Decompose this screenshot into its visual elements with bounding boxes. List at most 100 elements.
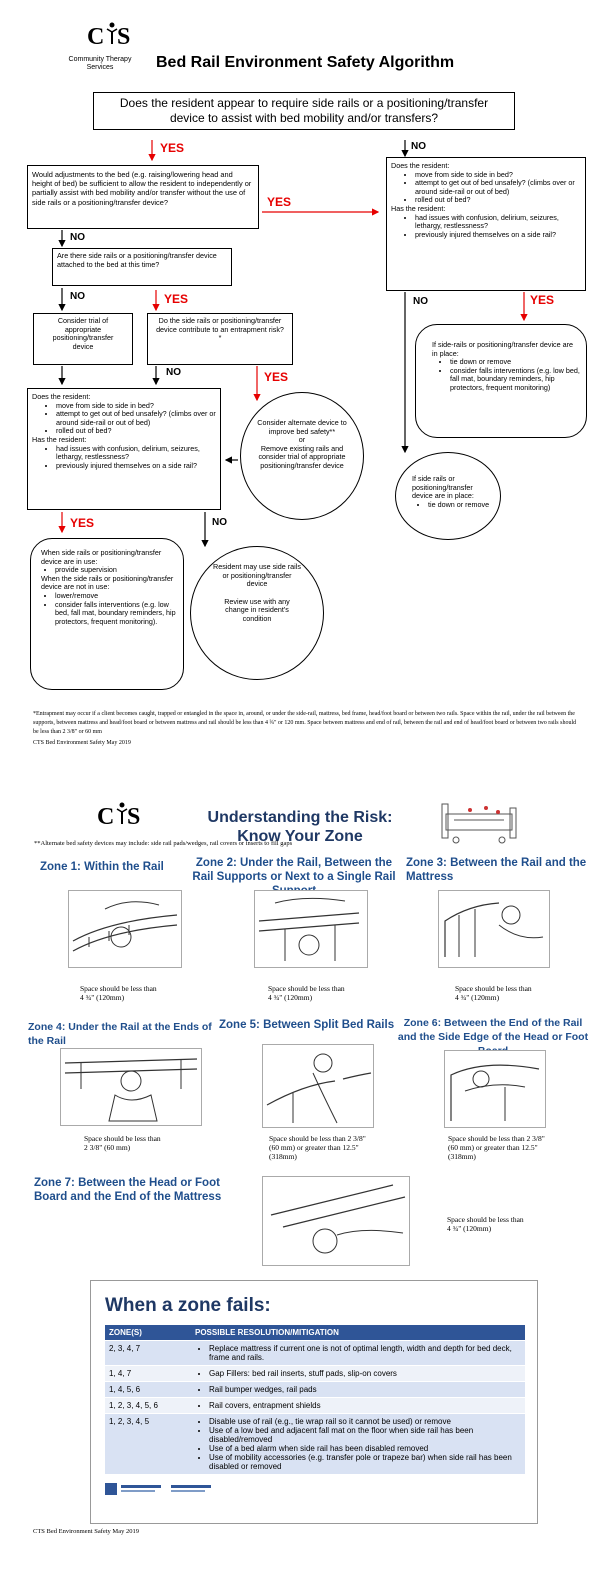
no-label-4: NO xyxy=(413,296,428,307)
list-item: attempt to get out of bed unsafely? (cli… xyxy=(56,410,216,427)
zone-6-illustration xyxy=(444,1050,546,1128)
table-row: 1, 2, 3, 4, 5 Disable use of rail (e.g.,… xyxy=(105,1414,525,1475)
zone-5-num: Zone 5: xyxy=(219,1019,260,1031)
list-item: tie down or remove xyxy=(428,501,492,510)
zone-2-num: Zone 2: xyxy=(196,857,237,869)
right-yes-box: If side-rails or positioning/transfer de… xyxy=(415,324,587,438)
no-circle-line-1: Resident may use side rails or positioni… xyxy=(213,563,301,589)
list-item: consider falls interventions (e.g. low b… xyxy=(450,367,580,393)
zone-1-num: Zone 1: xyxy=(40,861,81,873)
zone-2-illustration xyxy=(254,890,368,968)
yes-label-5: YES xyxy=(264,370,288,384)
resolution-cell: Disable use of rail (e.g., tie wrap rail… xyxy=(191,1414,525,1475)
zone-4-illustration xyxy=(60,1048,202,1126)
list-item: previously injured themselves on a side … xyxy=(56,462,216,471)
table-row: 1, 2, 3, 4, 5, 6 Rail covers, entrapment… xyxy=(105,1398,525,1414)
right-yes-intro: If side-rails or positioning/transfer de… xyxy=(432,341,580,358)
list-item: Use of mobility accessories (e.g. transf… xyxy=(209,1453,521,1471)
right-no-circle: If side rails or positioning/transfer de… xyxy=(395,452,501,540)
zones-cell: 2, 3, 4, 7 xyxy=(105,1341,191,1366)
risk-title-1: Understanding the Risk: xyxy=(180,808,420,827)
list-item: Rail bumper wedges, rail pads xyxy=(209,1385,521,1394)
list-item: Disable use of rail (e.g., tie wrap rail… xyxy=(209,1417,521,1426)
right-no-intro: If side rails or positioning/transfer de… xyxy=(412,475,492,501)
bed-diagram-icon xyxy=(440,798,520,846)
consider-trial-box: Consider trial of appropriate positionin… xyxy=(33,313,133,365)
col-zones-header: ZONE(S) xyxy=(105,1325,191,1341)
zone-fails-panel: When a zone fails: ZONE(S) POSSIBLE RESO… xyxy=(90,1280,538,1524)
alternate-device-circle: Consider alternate device to improve bed… xyxy=(240,392,364,520)
zone-7-illustration xyxy=(262,1176,410,1266)
alt-line-3: Remove existing rails and consider trial… xyxy=(251,445,353,471)
list-item: Rail covers, entrapment shields xyxy=(209,1401,521,1410)
zone-4-num: Zone 4: xyxy=(28,1021,65,1033)
zone-5-title: Zone 5: Between Split Bed Rails xyxy=(219,1018,399,1032)
resolution-cell: Rail covers, entrapment shields xyxy=(191,1398,525,1414)
zone-5-space: Space should be less than 2 3/8" (60 mm)… xyxy=(269,1134,369,1161)
table-row: 1, 4, 7 Gap Fillers: bed rail inserts, s… xyxy=(105,1366,525,1382)
left-yes-intro-1: When side rails or positioning/transfer … xyxy=(41,549,177,566)
yes-label-6: YES xyxy=(70,516,94,530)
list-item: Replace mattress if current one is not o… xyxy=(209,1344,521,1362)
asterisk: * xyxy=(219,333,222,342)
list-item: attempt to get out of bed unsafely? (cli… xyxy=(415,179,581,196)
zone-6-space: Space should be less than 2 3/8" (60 mm)… xyxy=(448,1134,548,1161)
resolution-table: ZONE(S) POSSIBLE RESOLUTION/MITIGATION 2… xyxy=(105,1325,525,1475)
no-label-6: NO xyxy=(212,517,227,528)
zones-cell: 1, 2, 3, 4, 5 xyxy=(105,1414,191,1475)
zones-cell: 1, 2, 3, 4, 5, 6 xyxy=(105,1398,191,1414)
entrapment-question: Do the side rails or positioning/transfe… xyxy=(147,313,293,365)
cts-logo-icon: C S xyxy=(95,800,145,828)
attached-question: Are there side rails or a positioning/tr… xyxy=(52,248,232,286)
zone-7-num: Zone 7: xyxy=(34,1177,75,1189)
fails-title: When a zone fails: xyxy=(105,1295,525,1317)
col-resolution-header: POSSIBLE RESOLUTION/MITIGATION xyxy=(191,1325,525,1341)
zone-1-desc: Within the Rail xyxy=(84,861,164,873)
yes-label-1: YES xyxy=(160,141,184,155)
right-resident-questions: Does the resident: move from side to sid… xyxy=(386,157,586,291)
zone-5-desc: Between Split Bed Rails xyxy=(263,1019,394,1031)
resolution-cell: Rail bumper wedges, rail pads xyxy=(191,1382,525,1398)
no-circle: Resident may use side rails or positioni… xyxy=(190,546,324,680)
list-item: had issues with confusion, delirium, sei… xyxy=(415,214,581,231)
no-circle-line-2: Review use with any change in resident's… xyxy=(213,598,301,624)
alt-line-1: Consider alternate device to improve bed… xyxy=(251,419,353,436)
yes-label-4: YES xyxy=(530,293,554,307)
no-label-3: NO xyxy=(70,291,85,302)
resolution-cell: Gap Fillers: bed rail inserts, stuff pad… xyxy=(191,1366,525,1382)
zones-cell: 1, 4, 7 xyxy=(105,1366,191,1382)
footer-2: CTS Bed Environment Safety May 2019 xyxy=(33,1528,139,1535)
list-item: Use of a bed alarm when side rail has be… xyxy=(209,1444,521,1453)
zone-6-num: Zone 6: xyxy=(404,1017,441,1029)
list-item: had issues with confusion, delirium, sei… xyxy=(56,445,216,462)
zone-7-space: Space should be less than 4 ¾" (120mm) xyxy=(447,1215,527,1233)
zone-3-title: Zone 3: Between the Rail and the Mattres… xyxy=(406,856,596,884)
cts-logo-2: C S xyxy=(95,800,145,828)
zone-3-num: Zone 3: xyxy=(406,857,447,869)
alt-note: **Alternate bed safety devices may inclu… xyxy=(34,840,292,847)
table-row: 1, 4, 5, 6 Rail bumper wedges, rail pads xyxy=(105,1382,525,1398)
zone-4-title: Zone 4: Under the Rail at the Ends of th… xyxy=(28,1020,218,1048)
zone-2-space: Space should be less than 4 ¾" (120mm) xyxy=(268,984,348,1002)
no-label-2: NO xyxy=(70,232,85,243)
footnote: *Entrapment may occur if a client become… xyxy=(33,710,581,737)
list-item: consider falls interventions (e.g. low b… xyxy=(55,601,177,627)
svg-text:C: C xyxy=(97,804,114,828)
zone-3-space: Space should be less than 4 ¾" (120mm) xyxy=(455,984,535,1002)
zones-cell: 1, 4, 5, 6 xyxy=(105,1382,191,1398)
left-resident-questions: Does the resident: move from side to sid… xyxy=(27,388,221,510)
yes-label-2: YES xyxy=(267,195,291,209)
yes-label-3: YES xyxy=(164,292,188,306)
footer-1: CTS Bed Environment Safety May 2019 xyxy=(33,740,131,746)
resolution-cell: Replace mattress if current one is not o… xyxy=(191,1341,525,1366)
government-logo-icon xyxy=(105,1481,235,1497)
svg-text:S: S xyxy=(127,804,140,828)
zone-4-space: Space should be less than 2 3/8" (60 mm) xyxy=(84,1134,164,1152)
zone-3-illustration xyxy=(438,890,550,968)
zone-1-space: Space should be less than 4 ¾" (120mm) xyxy=(80,984,160,1002)
table-row: 2, 3, 4, 7 Replace mattress if current o… xyxy=(105,1341,525,1366)
left-yes-box: When side rails or positioning/transfer … xyxy=(30,538,184,690)
no-label-5: NO xyxy=(166,367,181,378)
zone-7-title: Zone 7: Between the Head or Foot Board a… xyxy=(34,1176,234,1204)
list-item: Gap Fillers: bed rail inserts, stuff pad… xyxy=(209,1369,521,1378)
